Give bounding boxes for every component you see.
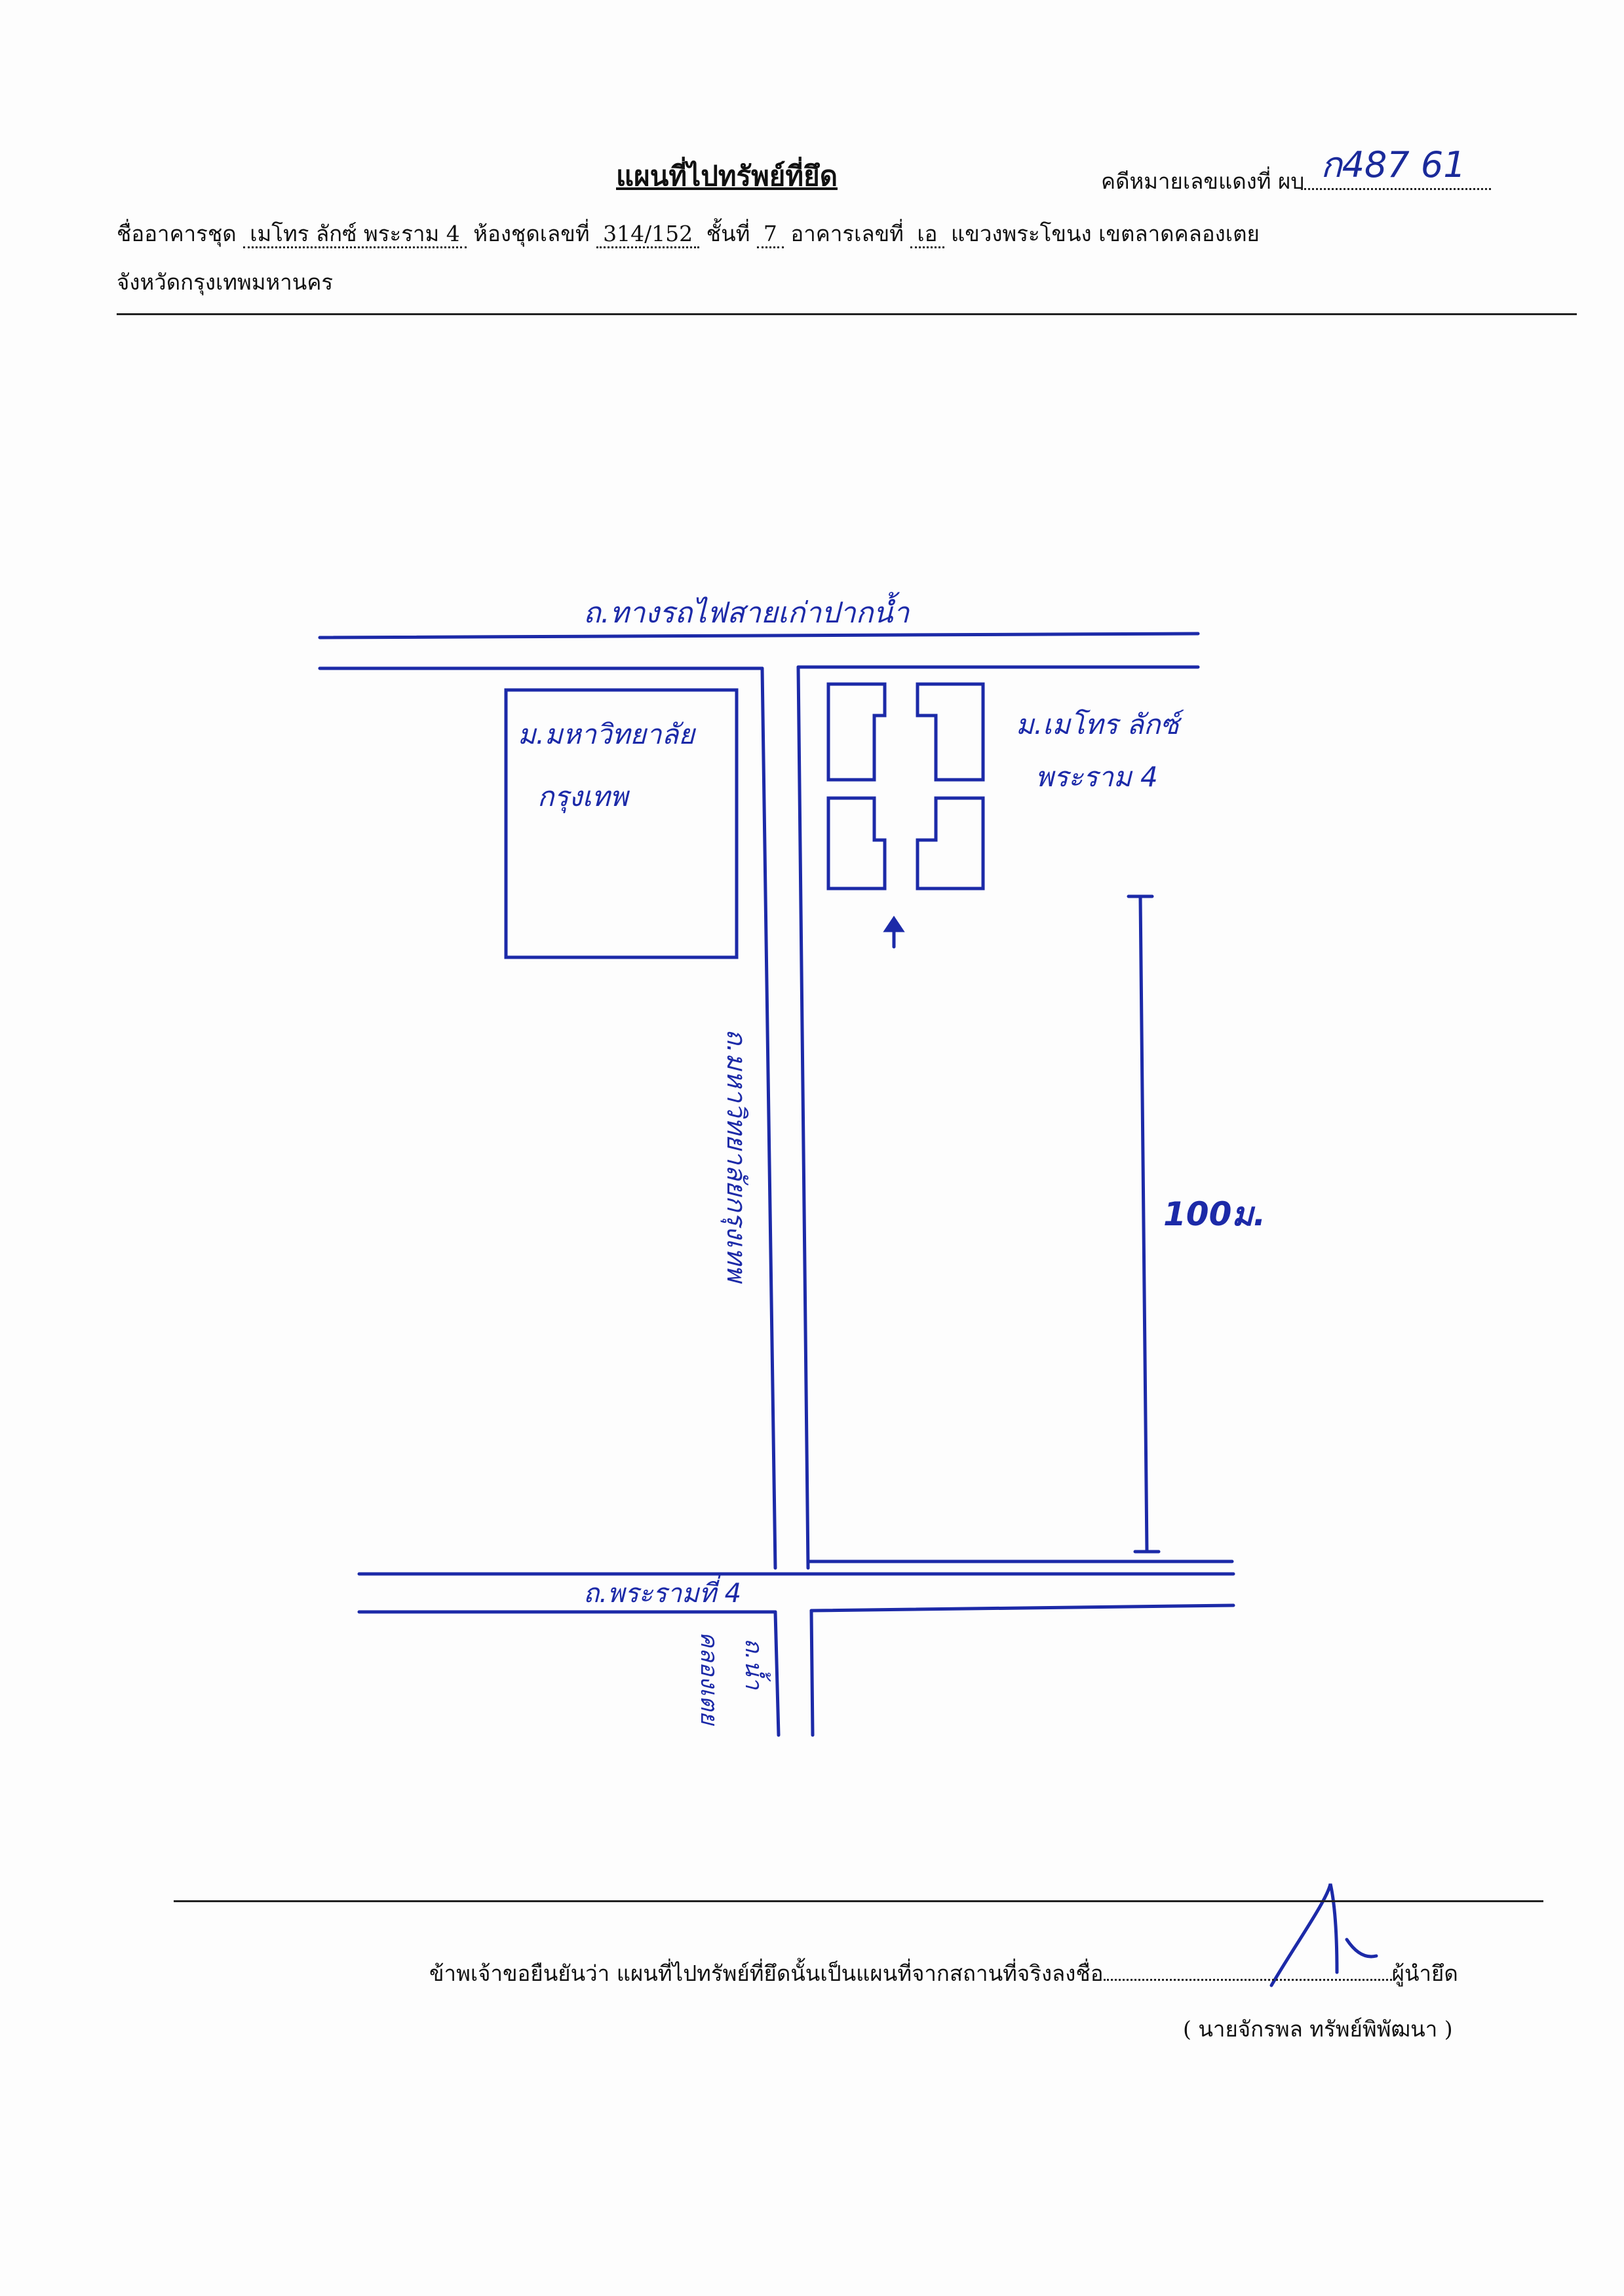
bottom-road-label: ถ.พระรามที่ 4 xyxy=(583,1575,741,1609)
university-label-2: กรุงเทพ xyxy=(537,780,630,813)
vertical-road-label: ถ.มหาวิทยาลัยกรุงเทพ xyxy=(720,1029,751,1284)
vertical-road-left-edge xyxy=(760,666,777,1570)
floor-value: 7 xyxy=(756,221,784,248)
province-text: จังหวัดกรุงเทพมหานคร xyxy=(117,269,334,295)
building-number-label: อาคารเลขที่ xyxy=(790,221,904,246)
top-road-edge-upper xyxy=(318,632,1200,640)
condo-building-4 xyxy=(916,796,985,890)
signer-role: ผู้นำยึด xyxy=(1391,1961,1458,1986)
building-number-value: เอ xyxy=(910,221,944,248)
lower-road-left-edge xyxy=(773,1610,781,1737)
header-divider xyxy=(117,313,1577,315)
district-text: แขวงพระโขนง เขตลาดคลองเตย xyxy=(951,221,1260,246)
property-details-line: ชื่ออาคารชุด เมโทร ลักซ์ พระราม 4 ห้องชุ… xyxy=(117,216,1260,251)
case-number-label: คดีหมายเลขแดงที่ ผบ xyxy=(1101,168,1305,194)
condo-building-2 xyxy=(916,682,985,782)
lower-road-label-2: คลองเตย xyxy=(695,1632,722,1727)
university-block xyxy=(504,688,739,959)
distance-line xyxy=(1138,894,1149,1554)
unit-label: ห้องชุดเลขที่ xyxy=(473,221,590,246)
university-label-1: ม.มหาวิทยาลัย xyxy=(518,718,696,750)
top-road-label: ถ.ทางรถไฟสายเก่าปากน้ำ xyxy=(583,592,910,630)
vertical-road-right-edge xyxy=(796,665,810,1570)
condo-label-1: ม.เมโทร ลักซ์ xyxy=(1016,708,1184,740)
lower-road-right-edge xyxy=(809,1609,815,1737)
building-value: เมโทร ลักซ์ พระราม 4 xyxy=(243,221,467,248)
page-title: แผนที่ไปทรัพย์ที่ยึด xyxy=(616,160,838,192)
distance-label: 100ม. xyxy=(1163,1195,1266,1233)
condo-label-2: พระราม 4 xyxy=(1035,761,1158,793)
signature-mark xyxy=(1269,1883,1378,1987)
case-number-value: ก487 61 xyxy=(1301,145,1491,190)
condo-building-1 xyxy=(826,682,887,782)
signer-name: ( นายจักรพล ทรัพย์พิพัฒนา ) xyxy=(1183,2016,1453,2042)
signature-line xyxy=(1103,1979,1392,1981)
location-arrow-head xyxy=(883,915,905,932)
bottom-road-edge-lower-right xyxy=(809,1603,1235,1613)
building-label: ชื่ออาคารชุด xyxy=(117,221,237,246)
certification-text: ข้าพเจ้าขอยืนยันว่า แผนที่ไปทรัพย์ที่ยึด… xyxy=(429,1961,1104,1986)
unit-value: 314/152 xyxy=(596,221,700,248)
footer-divider xyxy=(174,1900,1543,1902)
lower-road-label: ถ.น้ำ xyxy=(740,1638,771,1691)
condo-building-3 xyxy=(826,796,887,890)
certification-line: ข้าพเจ้าขอยืนยันว่า แผนที่ไปทรัพย์ที่ยึด… xyxy=(429,1956,1458,1991)
floor-label: ชั้นที่ xyxy=(706,221,750,246)
